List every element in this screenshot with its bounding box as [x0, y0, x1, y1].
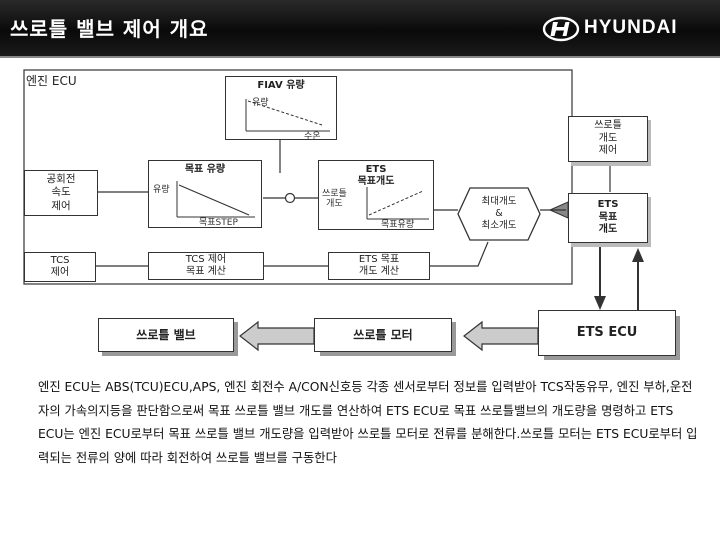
ecu-to-motor-arrow: [463, 320, 539, 352]
ets-target-plot: [366, 187, 429, 220]
throttle-valve-box: 쓰로틀 밸브: [98, 318, 234, 352]
target-flow-y-label: 유량: [153, 185, 170, 195]
ets-target-y-label: 쓰로틀 개도: [322, 189, 347, 210]
fiav-flow-plot: [245, 99, 330, 132]
throttle-opening-control-box: 쓰로틀 개도 제어: [568, 116, 648, 162]
fiav-x-label: 수온: [304, 132, 321, 142]
fiav-y-label: 유량: [252, 98, 269, 108]
max-min-opening-hex: 최대개도 & 최소개도: [456, 186, 542, 242]
target-flow-plot: [176, 181, 255, 218]
control-diagram: 엔진 ECU FIAV 유량 유량 수온 목표 유량 유량 목표STEP ETS…: [18, 66, 700, 370]
ets-target-opening-box: ETS 목표 개도: [568, 193, 648, 243]
up-arrow-head: [632, 248, 644, 262]
down-arrow-head: [594, 296, 606, 310]
tcs-control-box: TCS 제어: [24, 252, 96, 282]
slide-title: 쓰로틀 밸브 제어 개요: [10, 17, 209, 41]
description-text: 엔진 ECU는 ABS(TCU)ECU,APS, 엔진 회전수 A/CON신호등…: [38, 380, 698, 465]
motor-to-valve-arrow: [239, 320, 315, 352]
engine-ecu-label: 엔진 ECU: [26, 74, 77, 88]
ets-target-x-label: 목표유량: [381, 220, 415, 230]
max-min-opening-label: 최대개도 & 최소개도: [481, 196, 517, 231]
hyundai-logo: HYUNDAI: [542, 16, 692, 42]
target-flow-box: 목표 유량 유량 목표STEP: [148, 160, 262, 228]
ets-calc-to-hex-line: [430, 241, 489, 267]
header-bar: 쓰로틀 밸브 제어 개요 HYUNDAI: [0, 0, 720, 56]
summing-node: [284, 192, 296, 204]
tcs-target-calc-box: TCS 제어 목표 계산: [148, 252, 264, 280]
fiav-flow-title: FIAV 유량: [257, 80, 305, 91]
header-divider: [0, 56, 720, 58]
hyundai-emblem-icon: [542, 16, 580, 42]
ets-target-title: ETS 목표개도: [357, 164, 395, 187]
ets-ecu-box: ETS ECU: [538, 310, 676, 356]
idle-speed-box: 공회전 속도 제어: [24, 170, 98, 216]
target-flow-x-label: 목표STEP: [199, 218, 238, 228]
brand-wordmark: HYUNDAI: [584, 17, 678, 38]
throttle-motor-box: 쓰로틀 모터: [314, 318, 452, 352]
target-flow-title: 목표 유량: [184, 164, 226, 175]
fiav-flow-box: FIAV 유량 유량 수온: [225, 76, 337, 142]
ets-target-box: ETS 목표개도 쓰로틀 개도 목표유량: [318, 160, 434, 230]
ets-target-calc-box: ETS 목표 개도 계산: [328, 252, 430, 280]
